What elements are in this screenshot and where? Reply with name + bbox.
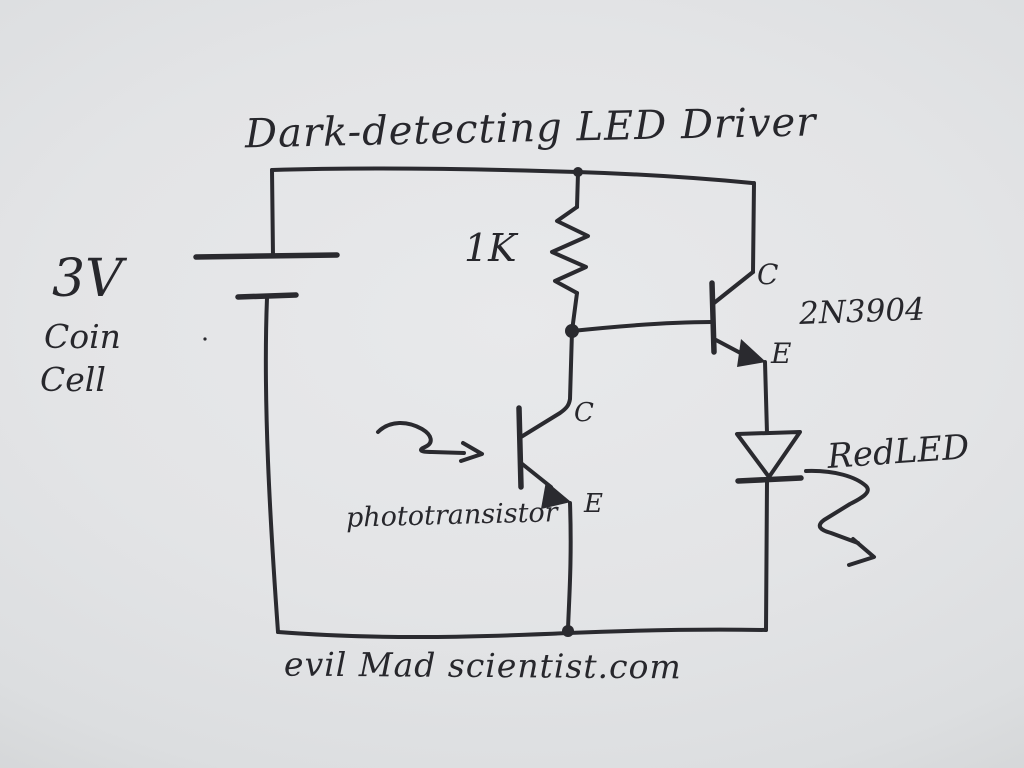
wire-left-bottom: [263, 296, 280, 634]
phototransistor-collector-label: C: [574, 398, 594, 428]
arrow-from-redled-label: [804, 468, 876, 567]
led-symbol: [735, 430, 804, 484]
arrow-to-phototransistor: [376, 421, 484, 463]
arrow-from-redled-squiggle: [804, 468, 870, 545]
phototransistor-emitter-arrowhead: [541, 481, 571, 509]
wire-top: [270, 166, 754, 185]
resistor-zigzag: [550, 205, 590, 295]
resistor-symbol: [550, 171, 590, 333]
wire-phototransistor-emitter-down: [566, 501, 573, 631]
npn-collector-label: C: [757, 258, 778, 291]
battery-voltage-label: 3V: [52, 249, 127, 309]
circuit-wires: [203, 166, 769, 640]
diagram-title: Dark-detecting LED Driver: [244, 99, 819, 157]
npn-base-bar: [709, 280, 717, 355]
battery-plate-negative: [235, 292, 299, 300]
arrow-to-phototransistor-head: [459, 441, 484, 463]
wire-right-lower: [764, 480, 769, 632]
battery-type-line1: Coin: [44, 317, 121, 356]
paper-speck: [203, 337, 207, 341]
npn-emitter-arrowhead: [737, 339, 766, 367]
wire-right-upper: [751, 181, 756, 274]
arrow-to-phototransistor-squiggle: [376, 421, 466, 455]
npn-emitter-label: E: [770, 337, 791, 370]
npn-collector-line: [712, 270, 755, 305]
phototransistor-emitter-label: E: [583, 489, 603, 519]
battery-type-line2: Cell: [40, 360, 106, 399]
led-label: RedLED: [825, 427, 971, 477]
npn-transistor-symbol: [709, 270, 766, 367]
resistor-top-lead: [575, 171, 580, 209]
led-triangle: [735, 430, 802, 479]
battery-top-lead: [270, 168, 275, 258]
battery-plate-positive: [193, 252, 340, 260]
wire-junction-to-phototransistor: [519, 329, 574, 439]
resistor-bottom-lead: [570, 291, 579, 333]
resistor-value-label: 1K: [464, 226, 519, 270]
npn-part-label: 2N3904: [797, 292, 925, 332]
wire-npn-emitter-to-led: [763, 360, 769, 435]
battery-symbol: [193, 168, 340, 300]
wire-bottom: [276, 627, 768, 640]
phototransistor-symbol: [516, 405, 571, 509]
credit-text: evil Mad scientist.com: [284, 645, 682, 687]
wire-base-npn: [570, 320, 713, 333]
phototransistor-base-bar: [516, 405, 524, 490]
phototransistor-label: phototransistor: [346, 497, 560, 534]
junction-dot-bottom: [562, 625, 574, 637]
arrow-from-redled-head: [847, 537, 876, 567]
led-cathode-bar: [735, 475, 804, 484]
